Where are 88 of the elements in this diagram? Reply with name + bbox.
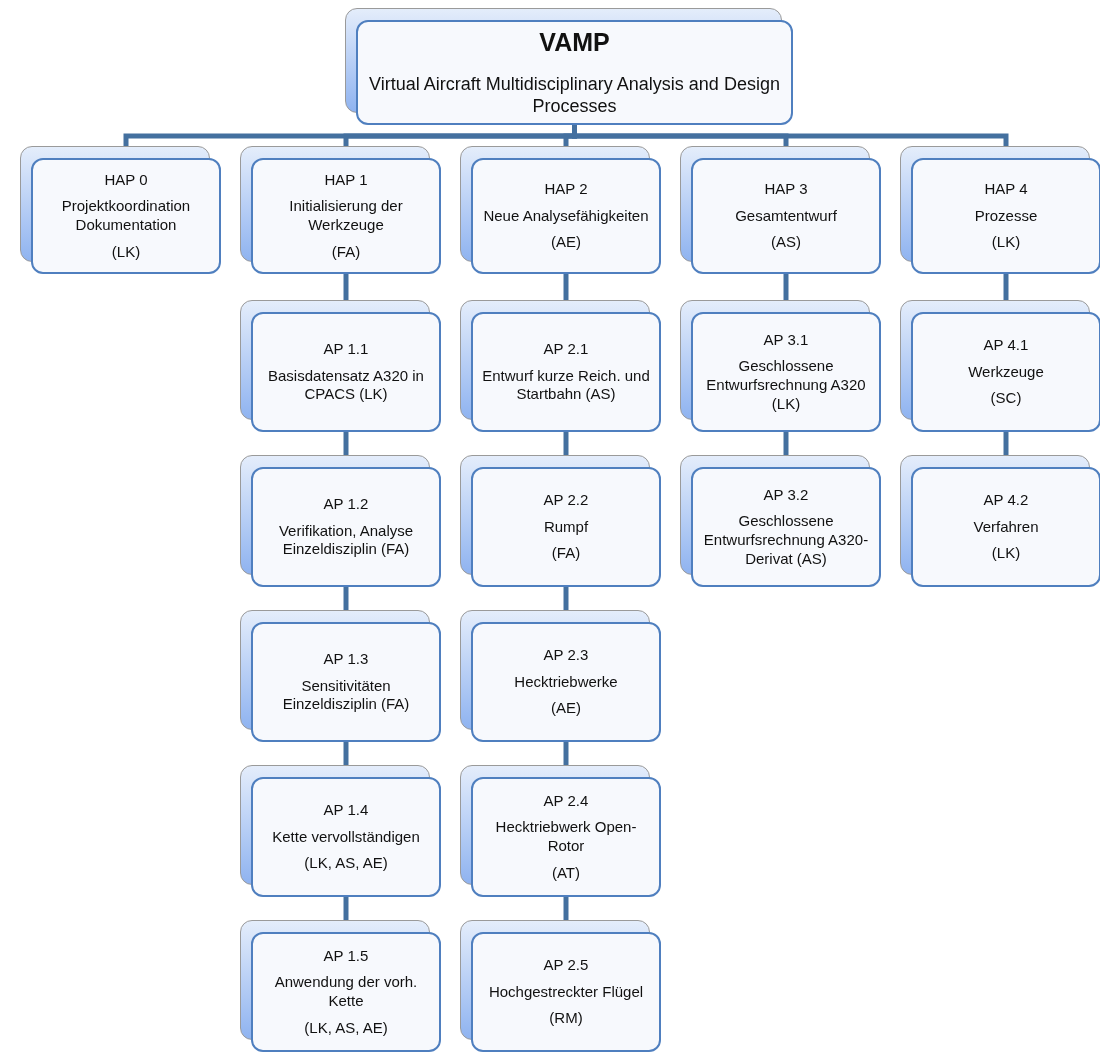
- work-package-box: [680, 146, 881, 274]
- responsible-partners: (LK, AS, AE): [304, 1018, 388, 1038]
- package-description: Hochgestreckter Flügel: [488, 982, 644, 1002]
- package-description: Verfahren: [973, 517, 1039, 537]
- connector-line: [563, 432, 569, 455]
- responsible-partners: (FA): [551, 544, 581, 564]
- package-description: Geschlossene Entwurfsrechnung A320 (LK): [705, 357, 867, 414]
- package-description: Gesamtentwurf: [735, 206, 837, 226]
- work-package-box: [240, 146, 441, 274]
- connector-line: [343, 432, 349, 455]
- title: VAMP: [539, 27, 610, 59]
- responsible-partners: (AE): [551, 233, 581, 253]
- responsible-partners: (LK): [991, 544, 1021, 564]
- work-package-box: [240, 920, 441, 1052]
- package-description: Werkzeuge: [968, 362, 1044, 382]
- connector-line: [783, 432, 789, 455]
- connector-line: [783, 274, 789, 300]
- package-id: HAP 0: [104, 170, 148, 190]
- work-package-box: [460, 920, 661, 1052]
- package-id: AP 1.3: [323, 649, 369, 669]
- work-package-box: [900, 455, 1100, 587]
- responsible-partners: (FA): [331, 242, 361, 262]
- connector-line: [572, 125, 1009, 146]
- package-description: Rumpf: [543, 517, 589, 537]
- work-package-box: [240, 300, 441, 432]
- responsible-partners: (AT): [551, 863, 580, 883]
- package-id: HAP 2: [544, 179, 588, 199]
- package-id: AP 2.2: [543, 490, 589, 510]
- responsible-partners: (SC): [990, 389, 1022, 409]
- package-id: HAP 1: [324, 170, 368, 190]
- package-description: Geschlossene Entwurfsrechnung A320-Derivat (AS): [702, 512, 870, 569]
- package-id: AP 4.1: [983, 335, 1029, 355]
- connector-line: [563, 897, 569, 920]
- work-package-box: [240, 765, 441, 897]
- work-package-box: [460, 455, 661, 587]
- package-id: AP 2.5: [543, 955, 589, 975]
- package-id: AP 2.3: [543, 645, 589, 665]
- package-id: AP 3.2: [763, 485, 809, 505]
- package-description: Hecktriebwerke: [514, 672, 618, 692]
- work-package-box: [900, 146, 1100, 274]
- work-package-box: [460, 300, 661, 432]
- connector-line: [563, 742, 569, 765]
- responsible-partners: (LK, AS, AE): [304, 854, 388, 874]
- work-package-box: [240, 610, 441, 742]
- package-id: AP 4.2: [983, 490, 1029, 510]
- package-description: Neue Analysefähigkeiten: [483, 206, 649, 226]
- work-package-box: [20, 146, 221, 274]
- connector-line: [343, 587, 349, 610]
- package-description: Entwurf kurze Reich. und Startbahn (AS): [481, 366, 651, 405]
- work-package-box: [900, 300, 1100, 432]
- package-id: AP 2.1: [543, 339, 589, 359]
- package-description: Prozesse: [974, 206, 1038, 226]
- package-description: Hecktriebwerk Open-Rotor: [494, 818, 638, 856]
- responsible-partners: (AE): [551, 699, 581, 719]
- connector-line: [563, 587, 569, 610]
- connector-line: [343, 897, 349, 920]
- package-description: Verifikation, Analyse Einzeldisziplin (FA): [277, 521, 415, 560]
- responsible-partners: (LK): [111, 242, 141, 262]
- package-description: Sensitivitäten Einzeldisziplin (FA): [281, 676, 411, 715]
- connector-line: [343, 274, 349, 300]
- work-package-box: [460, 765, 661, 897]
- package-id: AP 1.4: [323, 800, 369, 820]
- package-id: AP 3.1: [763, 330, 809, 350]
- work-package-box: [680, 300, 881, 432]
- responsible-partners: (LK): [991, 233, 1021, 253]
- work-package-box: [680, 455, 881, 587]
- package-id: AP 1.1: [323, 339, 369, 359]
- responsible-partners: (RM): [549, 1009, 583, 1029]
- package-description: Projektkoordination Dokumentation: [60, 197, 192, 235]
- responsible-partners: (AS): [771, 233, 801, 253]
- work-package-box: [460, 146, 661, 274]
- package-id: AP 1.2: [323, 494, 369, 514]
- connector-line: [343, 742, 349, 765]
- package-id: AP 1.5: [323, 946, 369, 966]
- connector-line: [1003, 432, 1009, 455]
- package-id: HAP 3: [764, 179, 808, 199]
- connector-line: [563, 274, 569, 300]
- package-id: HAP 4: [984, 179, 1028, 199]
- package-description: Kette vervollständigen: [272, 827, 420, 847]
- connector-line: [1003, 274, 1009, 300]
- package-description: Virtual Aircraft Multidisciplinary Analysis and Design Processes: [368, 72, 781, 118]
- package-description: Anwendung der vorh. Kette: [273, 973, 419, 1011]
- work-package-box: [460, 610, 661, 742]
- package-id: AP 2.4: [543, 791, 589, 811]
- title-box: [345, 8, 793, 125]
- work-package-box: [240, 455, 441, 587]
- package-description: Basisdatensatz A320 in CPACS (LK): [267, 366, 425, 405]
- package-description: Initialisierung der Werkzeuge: [288, 197, 404, 235]
